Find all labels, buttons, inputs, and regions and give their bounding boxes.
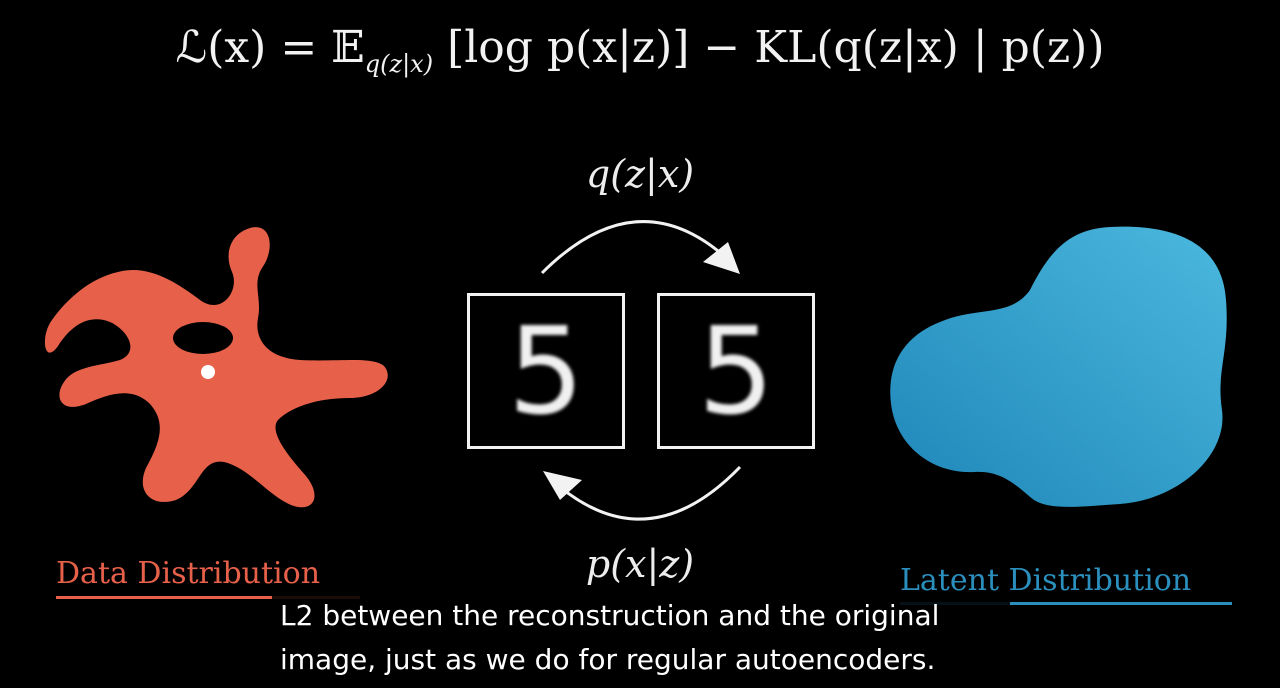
elbo-formula: ℒ(x) = 𝔼q(z|x) [log p(x|z)] − KL(q(z|x) …	[0, 22, 1280, 78]
data-distribution-underline	[56, 596, 360, 599]
reconstruction-digit-box: 5	[657, 293, 815, 449]
encoder-label: q(z|x)	[585, 152, 695, 196]
latent-distribution-underline	[900, 602, 1232, 605]
decoder-arrowhead	[543, 471, 582, 500]
encoder-arrowhead	[703, 242, 740, 274]
input-digit-box: 5	[467, 293, 625, 449]
encoder-arrow	[540, 220, 724, 275]
decoder-label: p(x|z)	[585, 542, 695, 586]
caption-subtitle: L2 between the reconstruction and the or…	[272, 592, 1010, 684]
decoder-arrow	[559, 465, 742, 521]
latent-distribution-shape	[890, 226, 1227, 507]
formula-rhs: [log p(x|z)] − KL(q(z|x) | p(z))	[433, 22, 1105, 73]
caption-line-1: L2 between the reconstruction and the or…	[280, 599, 940, 632]
data-distribution-label: Data Distribution	[56, 556, 321, 591]
data-distribution-shape	[44, 227, 388, 508]
reconstruction-digit: 5	[697, 303, 775, 442]
input-digit: 5	[507, 303, 585, 442]
data-distribution-hole	[173, 322, 233, 354]
caption-line-2: image, just as we do for regular autoenc…	[280, 643, 936, 676]
formula-subscript: q(z|x)	[364, 50, 434, 78]
formula-lhs: ℒ(x) = 𝔼	[175, 22, 365, 73]
data-point-marker	[201, 365, 215, 379]
